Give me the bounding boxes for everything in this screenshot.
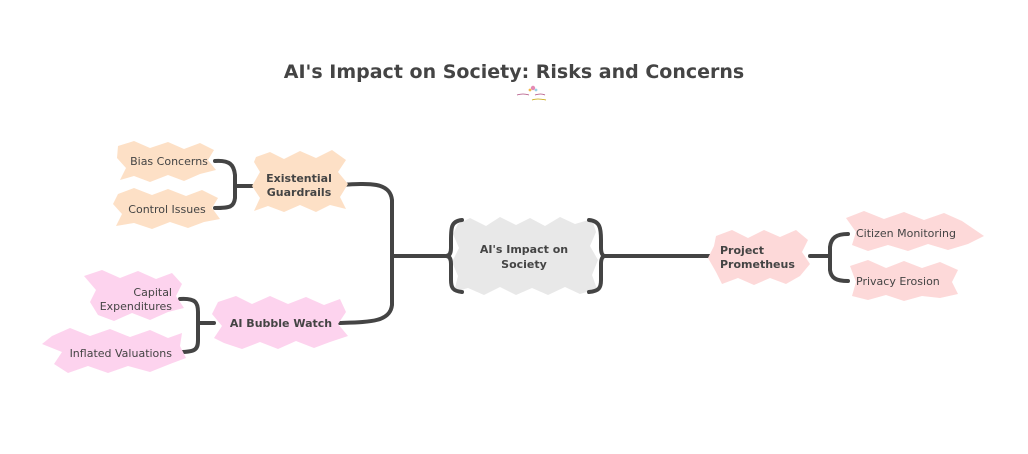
leaf-citizen-monitoring[interactable]: Citizen Monitoring <box>846 211 984 251</box>
leaf-control-label: Control Issues <box>128 203 206 216</box>
node-prometheus-label-line2: Prometheus <box>720 258 795 271</box>
center-node[interactable]: AI's Impact on Society <box>444 217 607 295</box>
node-ai-bubble-watch[interactable]: AI Bubble Watch <box>212 296 348 349</box>
leaf-control-issues[interactable]: Control Issues <box>113 188 220 229</box>
leaf-capital-expenditures[interactable]: Capital Expenditures <box>84 270 184 321</box>
logo-icon <box>516 85 547 101</box>
leaf-privacy-label: Privacy Erosion <box>856 275 940 288</box>
node-bubble-fill <box>212 296 348 349</box>
leaf-bias-fill <box>117 141 216 182</box>
connector-lines <box>178 158 850 354</box>
center-node-fill <box>452 217 598 295</box>
leaf-privacy-erosion[interactable]: Privacy Erosion <box>850 260 958 301</box>
center-node-label-line2: Society <box>501 258 547 271</box>
node-prometheus-label-line1: Project <box>720 244 764 257</box>
leaf-inflated-fill <box>42 328 186 373</box>
leaf-capital-label-line2: Expenditures <box>100 300 173 313</box>
leaf-inflated-label: Inflated Valuations <box>70 347 173 360</box>
node-existential-label-line1: Existential <box>266 172 332 185</box>
node-bubble-label: AI Bubble Watch <box>230 317 332 330</box>
leaf-control-fill <box>113 188 220 229</box>
leaf-bias-label: Bias Concerns <box>130 155 208 168</box>
leaf-privacy-fill <box>850 260 958 301</box>
diagram-title: AI's Impact on Society: Risks and Concer… <box>284 61 745 83</box>
leaf-capital-label-line1: Capital <box>133 286 172 299</box>
leaf-capital-fill <box>84 270 184 321</box>
node-project-prometheus[interactable]: Project Prometheus <box>708 230 810 285</box>
node-prometheus-fill <box>708 230 810 285</box>
center-node-label-line1: AI's Impact on <box>480 243 568 256</box>
leaf-citizen-label: Citizen Monitoring <box>856 227 956 240</box>
leaf-citizen-fill <box>846 211 984 251</box>
node-existential-label-line2: Guardrails <box>267 186 332 199</box>
leaf-inflated-valuations[interactable]: Inflated Valuations <box>42 328 186 373</box>
node-existential-fill <box>252 150 348 212</box>
node-existential-guardrails[interactable]: Existential Guardrails <box>252 150 348 212</box>
leaf-bias-concerns[interactable]: Bias Concerns <box>117 141 216 182</box>
